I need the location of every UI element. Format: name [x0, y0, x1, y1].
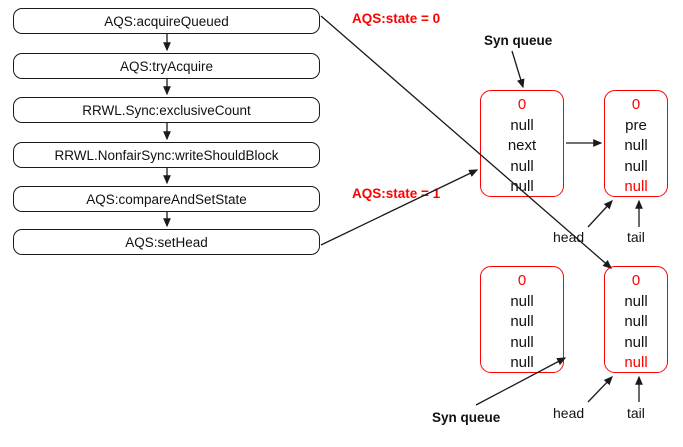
label-tail-bottom: tail [627, 405, 645, 421]
node-field-prev: null [624, 333, 648, 351]
node-field-extra: null [624, 354, 648, 372]
node-field-state: 0 [631, 96, 641, 113]
node-field-thread: null [510, 116, 534, 134]
flow-step-label: AQS:acquireQueued [104, 13, 229, 29]
node-field-next: next [507, 137, 537, 155]
flow-step-label: AQS:setHead [125, 234, 208, 250]
flow-step-label: RRWL.Sync:exclusiveCount [82, 102, 251, 118]
node-field-extra: null [510, 354, 534, 372]
flow-step-label: RRWL.NonfairSync:writeShouldBlock [54, 147, 279, 163]
pointer-head-top [587, 200, 613, 228]
flow-step-acquire-queued[interactable]: AQS:acquireQueued [13, 8, 320, 34]
flow-step-try-acquire[interactable]: AQS:tryAcquire [13, 53, 320, 79]
node-field-prev: null [624, 157, 648, 175]
node-field-next: null [624, 137, 648, 155]
node-field-state: 0 [517, 96, 527, 113]
label-head-bottom: head [553, 405, 585, 421]
label-tail-top: tail [627, 229, 645, 245]
annotation-syn-queue-bottom: Syn queue [432, 410, 501, 425]
node-field-extra: null [510, 178, 534, 196]
pointer-syn-queue-top [511, 50, 525, 89]
label-head-top: head [553, 229, 585, 245]
diagonal-sethead-to-top-node [320, 169, 479, 246]
node-field-next: null [624, 313, 648, 331]
flow-step-compare-and-set-state[interactable]: AQS:compareAndSetState [13, 186, 320, 212]
node-field-next: null [510, 313, 534, 331]
annotation-state-one: AQS:state = 1 [352, 186, 441, 201]
node-field-state: 0 [517, 272, 527, 289]
top-right-node[interactable]: 0 pre null null null [604, 90, 668, 197]
pointer-head-bottom [587, 376, 613, 403]
flow-step-label: AQS:compareAndSetState [86, 191, 247, 207]
annotation-syn-queue-top: Syn queue [484, 33, 553, 48]
flow-step-write-should-block[interactable]: RRWL.NonfairSync:writeShouldBlock [13, 142, 320, 168]
top-left-node[interactable]: 0 null next null null [480, 90, 564, 197]
node-field-extra: null [624, 178, 648, 196]
node-field-thread: null [624, 292, 648, 310]
node-field-prev: null [510, 333, 534, 351]
flow-step-exclusive-count[interactable]: RRWL.Sync:exclusiveCount [13, 97, 320, 123]
flow-step-label: AQS:tryAcquire [119, 58, 214, 74]
node-field-state: 0 [631, 272, 641, 289]
flow-step-set-head[interactable]: AQS:setHead [13, 229, 320, 255]
node-field-thread: null [510, 292, 534, 310]
node-field-prev: null [510, 157, 534, 175]
annotation-state-zero: AQS:state = 0 [352, 11, 441, 26]
node-field-pre: pre [625, 116, 647, 134]
bottom-right-node[interactable]: 0 null null null null [604, 266, 668, 373]
bottom-left-node[interactable]: 0 null null null null [480, 266, 564, 373]
